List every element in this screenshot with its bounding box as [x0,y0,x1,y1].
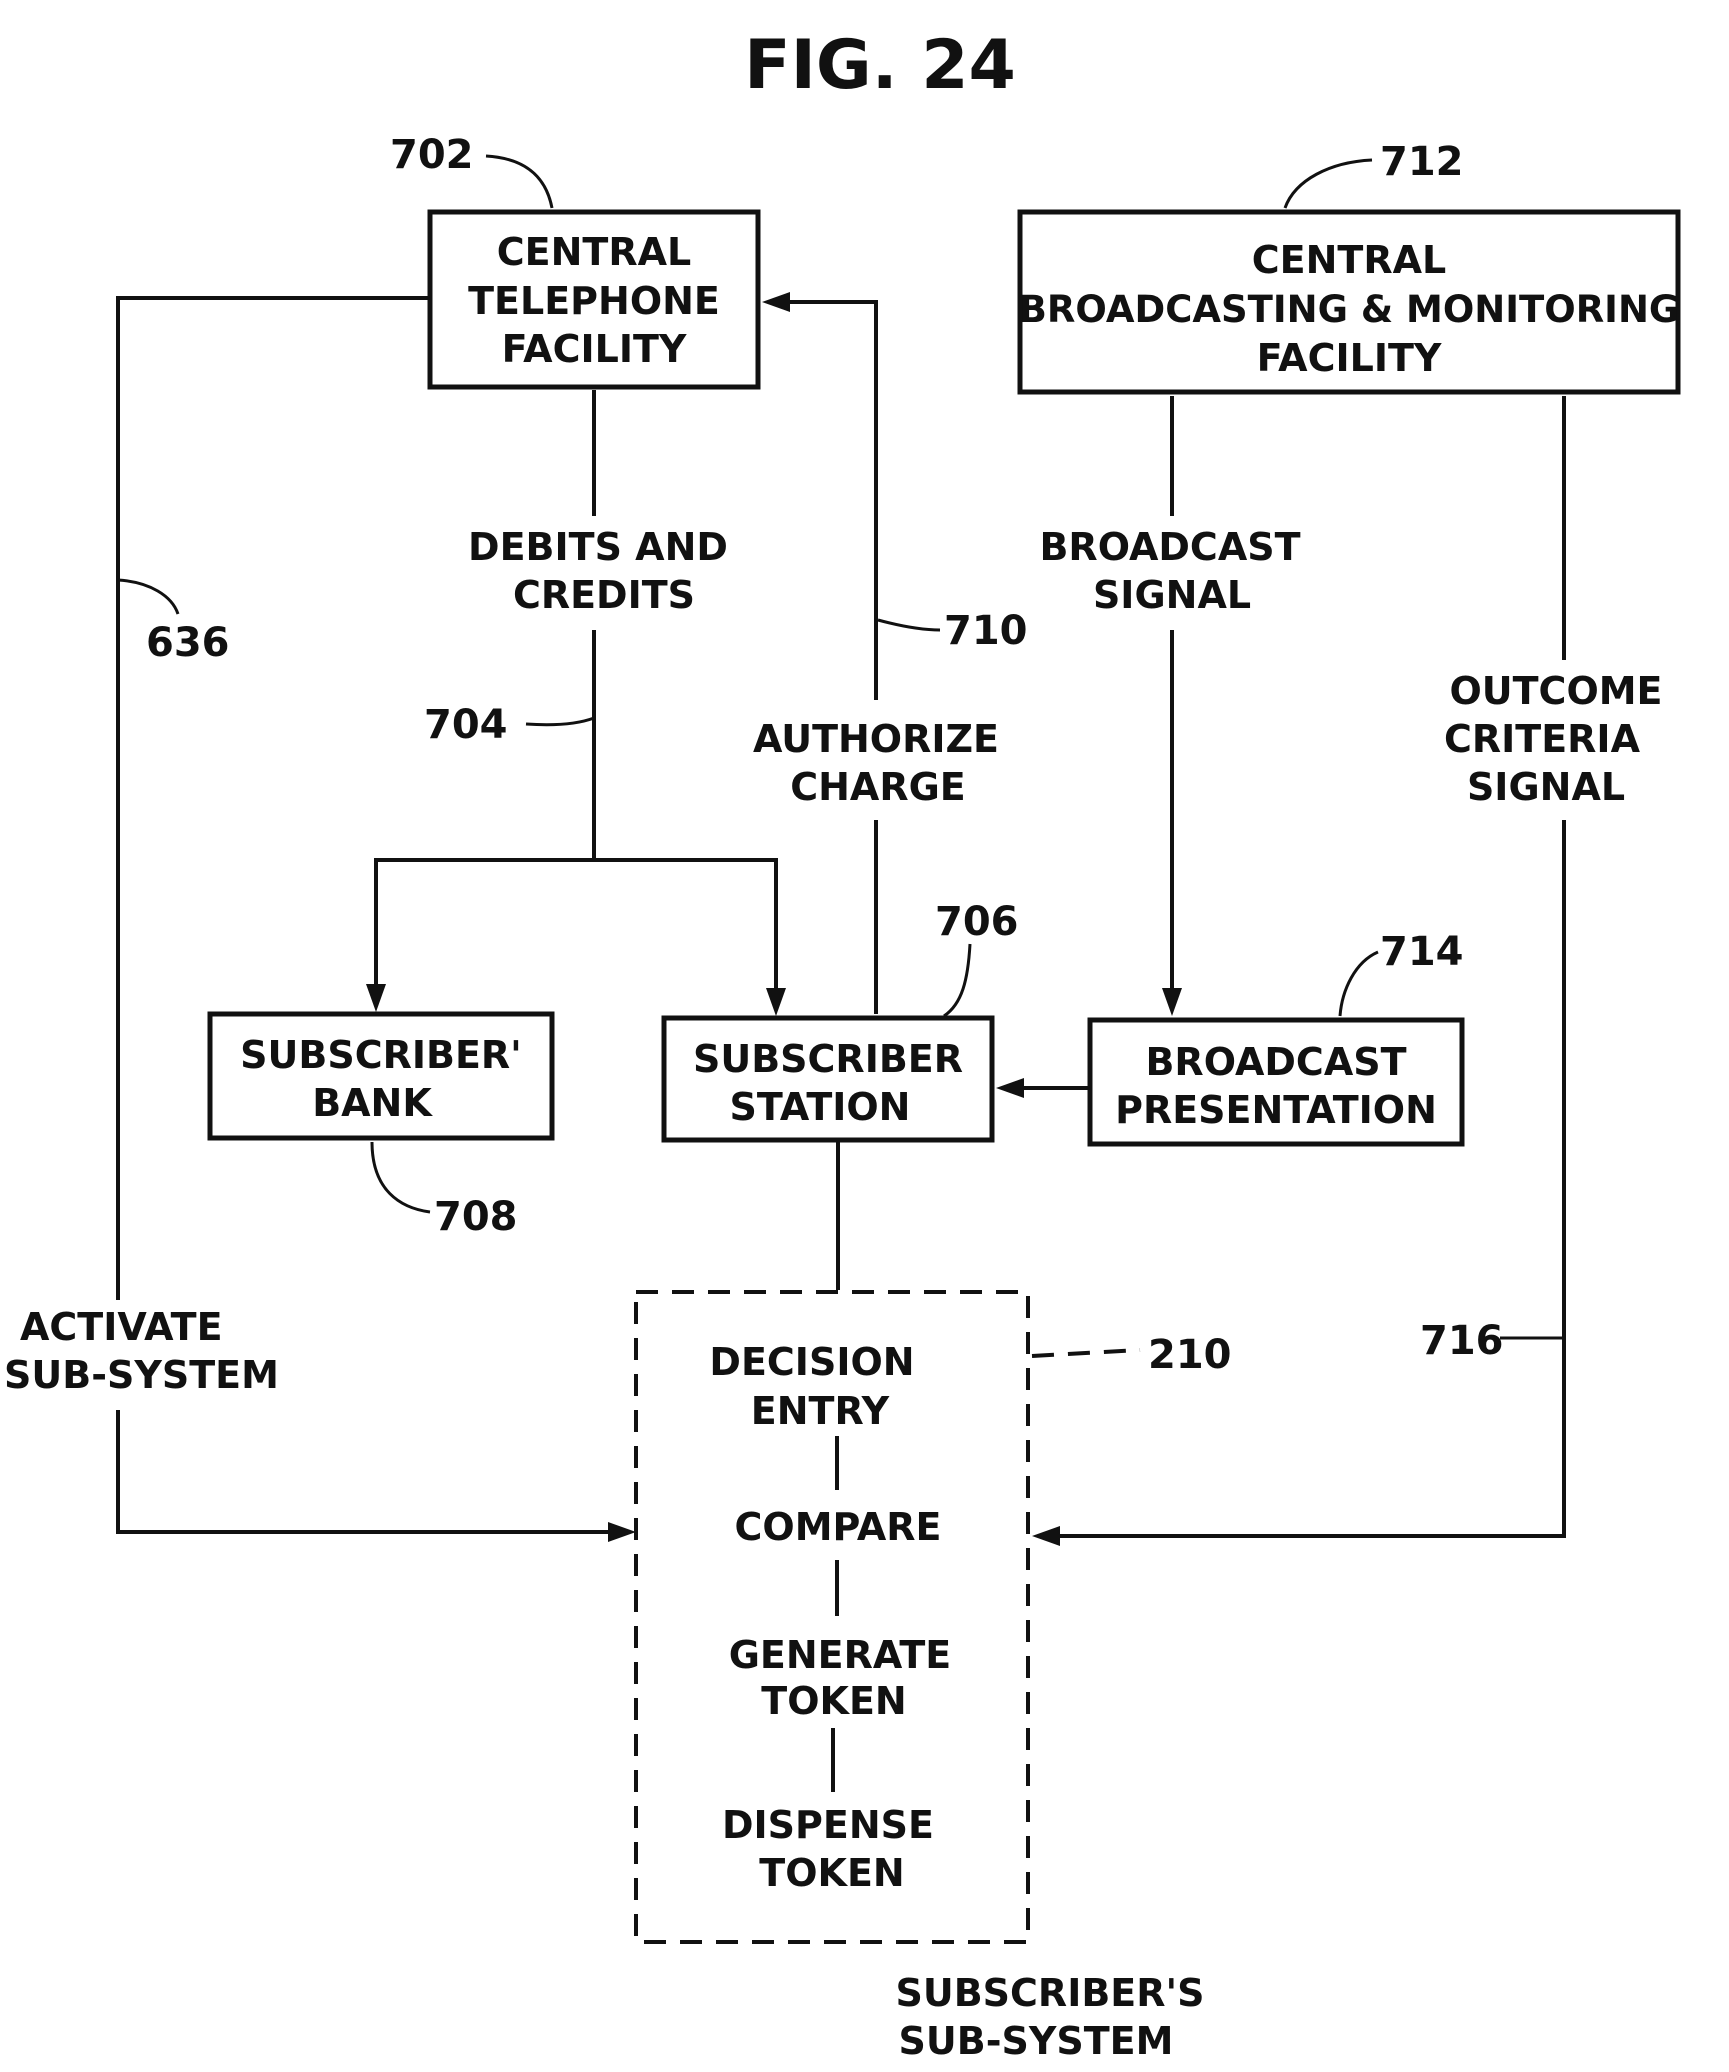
step-generate-line-2: TOKEN [761,1679,906,1723]
leader-706 [943,943,972,1018]
leader-708 [370,1141,431,1214]
broadcast-signal-label-line-1: BROADCAST [1039,525,1300,569]
subscriber-station-line-2: STATION [730,1085,911,1129]
leader-714 [1338,950,1379,1017]
debits-credits-label-line-2: CREDITS [513,573,695,617]
debits-credits-label-line-1: DEBITS AND [468,525,728,569]
subscriber-station-line-1: SUBSCRIBER [693,1037,963,1081]
ref-710: 710 [944,608,1028,654]
authorize-charge-label-line-2: CHARGE [790,765,966,809]
figure-title: FIG. 24 [744,26,1016,105]
central-broadcasting-line-3: FACILITY [1257,336,1442,380]
subscriber-bank-line-1: SUBSCRIBER' [240,1033,522,1077]
central-telephone-line-3: FACILITY [502,327,687,371]
broadcast-signal-label-line-2: SIGNAL [1093,573,1251,617]
ref-704: 704 [424,702,508,748]
authorize-charge-connection [762,292,878,1014]
step-decision-line-2: ENTRY [751,1389,890,1433]
central-telephone-line-2: TELEPHONE [468,279,720,323]
broadcast-presentation-line-1: BROADCAST [1145,1040,1406,1084]
ref-210: 210 [1148,1332,1232,1378]
ref-716: 716 [1420,1318,1504,1364]
authorize-charge-label-line-1: AUTHORIZE [753,717,999,761]
ref-702: 702 [390,132,474,178]
subsystem-caption-line-2: SUB-SYSTEM [899,2019,1174,2063]
activate-subsystem-label-line-1: ACTIVATE [20,1305,223,1349]
leader-712 [1283,158,1373,209]
central-telephone-line-1: CENTRAL [497,230,691,274]
ref-712: 712 [1380,139,1464,185]
broadcast-signal-connection [1162,396,1182,1016]
central-broadcasting-line-2: BROADCASTING & MONITORING [1019,288,1680,331]
leader-210 [1031,1348,1141,1358]
subscriber-bank-line-2: BANK [312,1081,433,1125]
leader-704 [525,716,595,727]
leader-636 [117,578,180,615]
leader-702 [485,154,554,209]
presentation-to-station-connection [996,1078,1088,1098]
activate-subsystem-label-line-2: SUB-SYSTEM [4,1353,279,1397]
step-generate-line-1: GENERATE [729,1633,952,1677]
central-broadcasting-line-1: CENTRAL [1252,238,1446,282]
step-compare: COMPARE [735,1505,942,1549]
subscriber-subsystem-block: DECISION ENTRY COMPARE GENERATE TOKEN DI… [634,1290,1030,1944]
central-telephone-facility-block: CENTRAL TELEPHONE FACILITY [427,209,761,390]
leader-710 [877,618,941,632]
broadcast-presentation-line-2: PRESENTATION [1115,1088,1437,1132]
step-decision-line-1: DECISION [709,1340,914,1384]
step-dispense-line-2: TOKEN [759,1851,904,1895]
outcome-criteria-connection [1032,396,1566,1546]
subsystem-caption-line-1: SUBSCRIBER'S [895,1971,1204,2015]
outcome-criteria-label-line-3: SIGNAL [1467,765,1625,809]
ref-714: 714 [1380,929,1464,975]
outcome-criteria-label-line-2: CRITERIA [1444,717,1641,761]
step-dispense-line-1: DISPENSE [722,1803,934,1847]
subscriber-bank-block: SUBSCRIBER' BANK [207,1011,555,1141]
broadcast-presentation-block: BROADCAST PRESENTATION [1087,1017,1465,1147]
debits-credits-connection [366,390,786,1016]
subscriber-station-block: SUBSCRIBER STATION [661,1015,995,1143]
outcome-criteria-label-line-1: OUTCOME [1449,669,1662,713]
activate-subsystem-connection [116,296,636,1542]
central-broadcasting-facility-block: CENTRAL BROADCASTING & MONITORING FACILI… [1017,209,1681,395]
ref-708: 708 [434,1194,518,1240]
ref-636: 636 [146,620,230,666]
ref-706: 706 [935,899,1019,945]
